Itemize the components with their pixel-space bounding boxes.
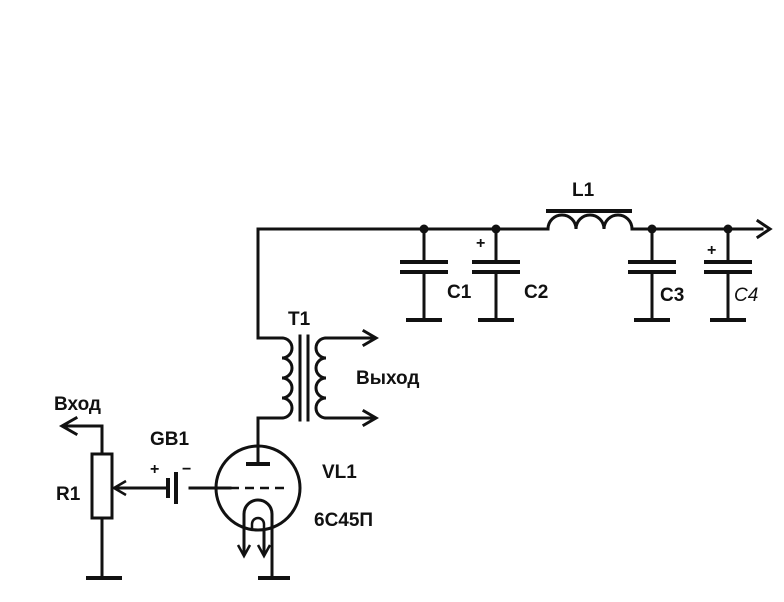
tube-type-label: 6С45П <box>314 510 373 531</box>
t1-label: T1 <box>288 309 311 330</box>
r1-label: R1 <box>56 484 81 505</box>
input-label: Вход <box>54 394 101 415</box>
vacuum-tube-vl1 <box>214 444 302 580</box>
c4-label: C4 <box>734 285 758 306</box>
c2-label: C2 <box>524 282 548 303</box>
transformer-t1 <box>256 328 379 450</box>
potentiometer-r1 <box>58 415 122 580</box>
c4-plus-sign: + <box>707 242 716 259</box>
capacitor-c4 <box>704 227 752 322</box>
gb1-minus-sign: − <box>182 461 191 478</box>
gb1-plus-sign: + <box>150 461 159 478</box>
capacitor-c3 <box>628 227 676 322</box>
gb1-label: GB1 <box>150 429 190 450</box>
battery-gb1 <box>111 472 232 504</box>
inductor-l1 <box>546 209 634 231</box>
c2-plus-sign: + <box>476 235 485 252</box>
capacitor-c1 <box>400 227 448 322</box>
c3-label: C3 <box>660 285 684 306</box>
output-label: Выход <box>356 368 419 389</box>
l1-label: L1 <box>572 180 595 201</box>
capacitor-c2 <box>472 227 520 322</box>
c1-label: C1 <box>447 282 472 303</box>
vl1-label: VL1 <box>322 462 357 483</box>
